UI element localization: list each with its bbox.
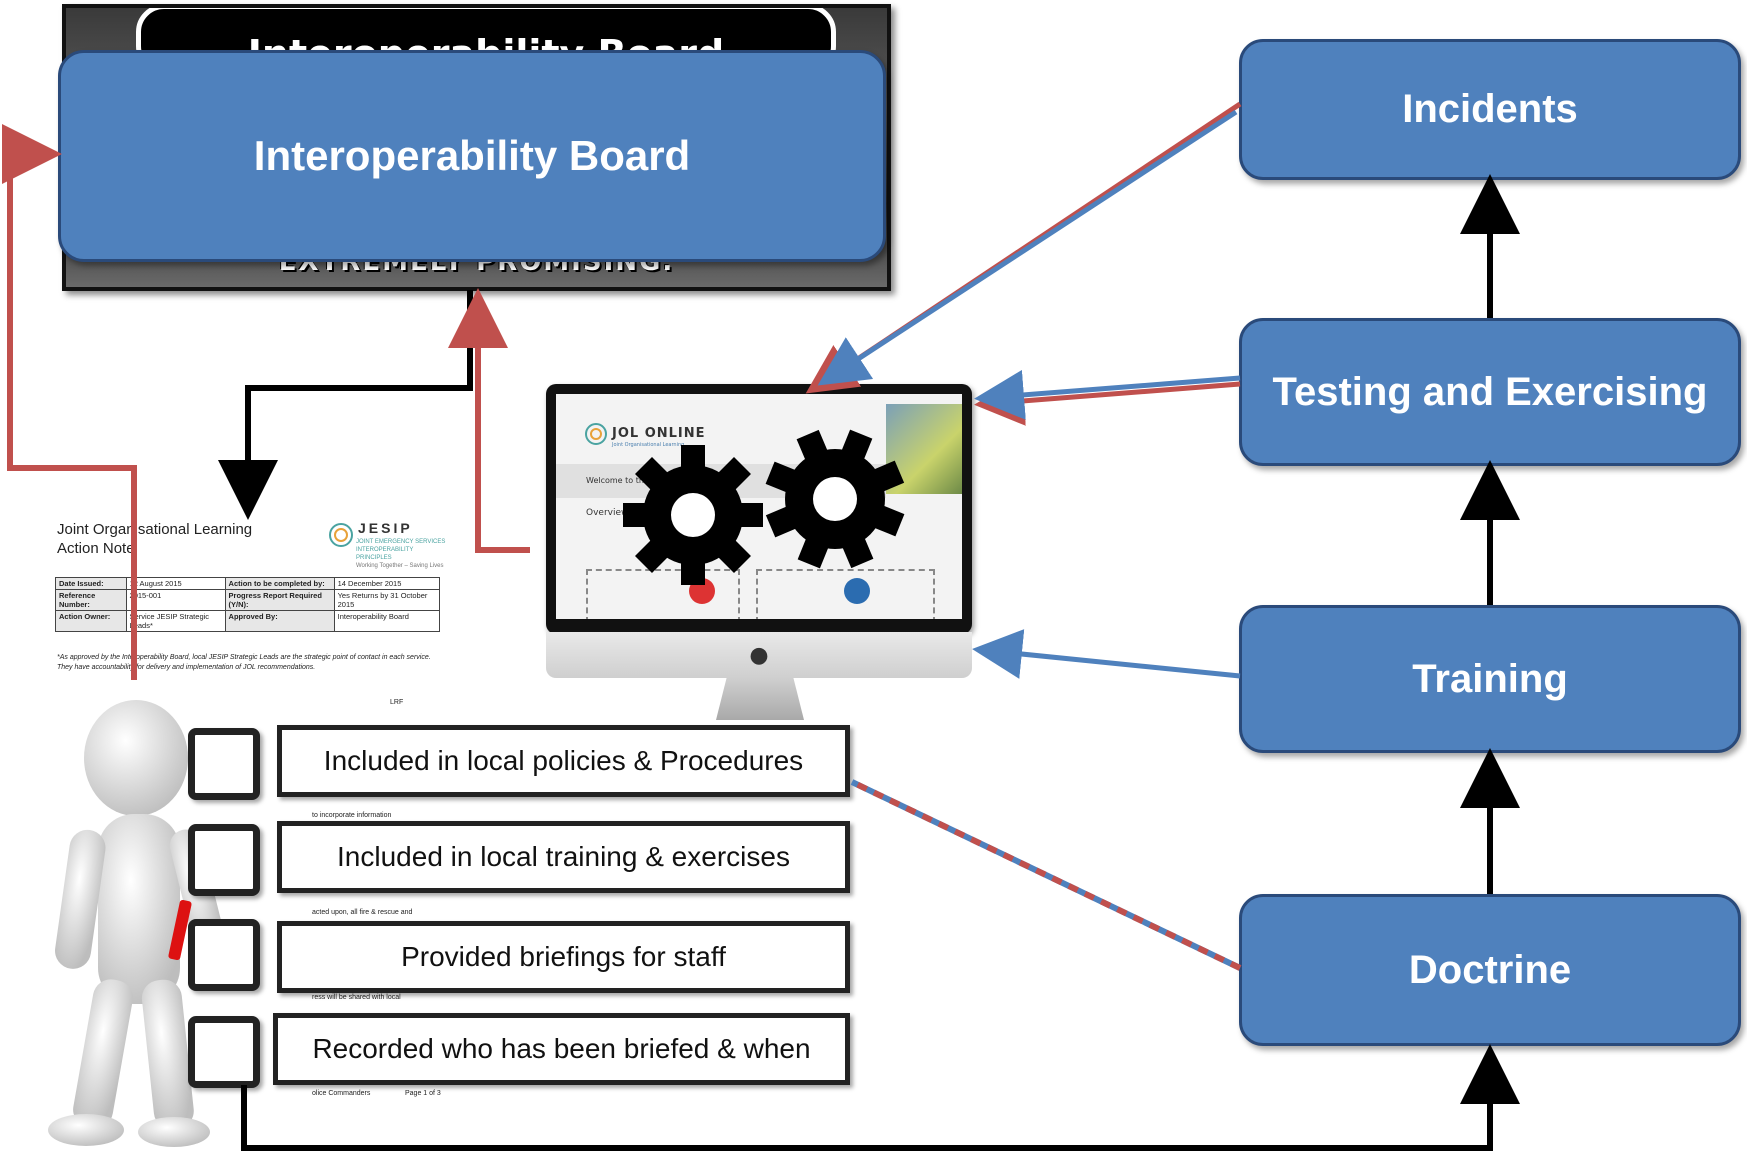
jol-logo-icon	[585, 423, 607, 445]
submit-panel	[586, 569, 740, 619]
table-row: Action Owner: Service JESIP Strategic Le…	[55, 610, 441, 632]
submit-panel	[756, 569, 935, 619]
checklist-item: Provided briefings for staff	[277, 921, 850, 993]
jol-site-name: JOL ONLINE	[612, 426, 706, 441]
doc-fragment: ress will be shared with local	[312, 994, 401, 1001]
gear-icon	[765, 429, 905, 569]
checkbox[interactable]	[188, 1016, 260, 1088]
doc-title-line2: Action Note	[57, 540, 135, 557]
checklist-item: Included in local policies & Procedures	[277, 725, 850, 797]
table-cell: Approved By:	[224, 610, 335, 632]
doc-fragment: Page 1 of 3	[405, 1090, 441, 1097]
jol-site-sub: Joint Organisational Learning	[612, 442, 685, 448]
gear-icon	[623, 445, 763, 585]
doc-table: Date Issued: 12 August 2015 Action to be…	[55, 577, 441, 632]
incidents-box: Incidents	[1239, 39, 1741, 180]
link-doctrine-to-checklist	[850, 779, 1242, 971]
training-box: Training	[1239, 605, 1741, 753]
table-row: Date Issued: 12 August 2015 Action to be…	[55, 577, 441, 590]
checkbox[interactable]	[188, 824, 260, 896]
checkbox[interactable]	[188, 728, 260, 800]
stick-figure-icon	[48, 700, 224, 1147]
arrow-training-to-monitor	[972, 629, 1241, 679]
checklist-item: Recorded who has been briefed & when	[273, 1013, 850, 1085]
table-cell: Interoperability Board	[333, 610, 441, 632]
testing-exercising-box: Testing and Exercising	[1239, 318, 1741, 466]
arrow-document-to-board	[2, 124, 137, 680]
checklist-item: Included in local training & exercises	[277, 821, 850, 893]
arrow-testing-to-monitor	[974, 375, 1241, 426]
monitor-stand	[716, 678, 804, 720]
jesip-logo-icon	[329, 523, 353, 547]
apple-logo-icon: ●	[749, 642, 769, 668]
table-cell: Action Owner:	[55, 610, 127, 632]
doc-title-line1: Joint Organisational Learning	[57, 521, 253, 538]
interoperability-board-box: Interoperability Board	[58, 50, 886, 262]
doc-title: Joint Organisational Learning Action Not…	[57, 520, 252, 558]
doctrine-box: Doctrine	[1239, 894, 1741, 1046]
jesip-tagline: Working Together – Saving Lives	[356, 563, 444, 569]
table-cell: Action to be completed by:	[224, 577, 335, 590]
table-cell: Reference Number:	[55, 589, 127, 611]
doc-fragment: to incorporate information	[312, 812, 392, 819]
doc-footnote: *As approved by the Interoperability Boa…	[57, 654, 431, 671]
table-cell: Progress Report Required (Y/N):	[224, 589, 335, 611]
arrow-board-to-document	[218, 290, 473, 520]
doc-fragment: olice Commanders	[312, 1090, 371, 1097]
blue-circle-button	[844, 578, 870, 604]
arrow-monitor-to-board	[448, 288, 530, 553]
jesip-brand: JESIP	[358, 520, 413, 536]
overview-heading: Overview	[586, 508, 629, 518]
monitor-chin: ●	[546, 632, 972, 678]
doc-fragment: acted upon, all fire & rescue and	[312, 909, 413, 916]
jesip-subtitle-text: JOINT EMERGENCY SERVICES INTEROPERABILIT…	[356, 539, 446, 561]
checkbox[interactable]	[188, 919, 260, 991]
arrow-checklist-to-doctrine	[241, 1044, 1520, 1151]
doc-fragment: LRF	[390, 699, 404, 706]
table-cell: Date Issued:	[55, 577, 127, 590]
jesip-subtitle: JOINT EMERGENCY SERVICES INTEROPERABILIT…	[356, 538, 446, 570]
